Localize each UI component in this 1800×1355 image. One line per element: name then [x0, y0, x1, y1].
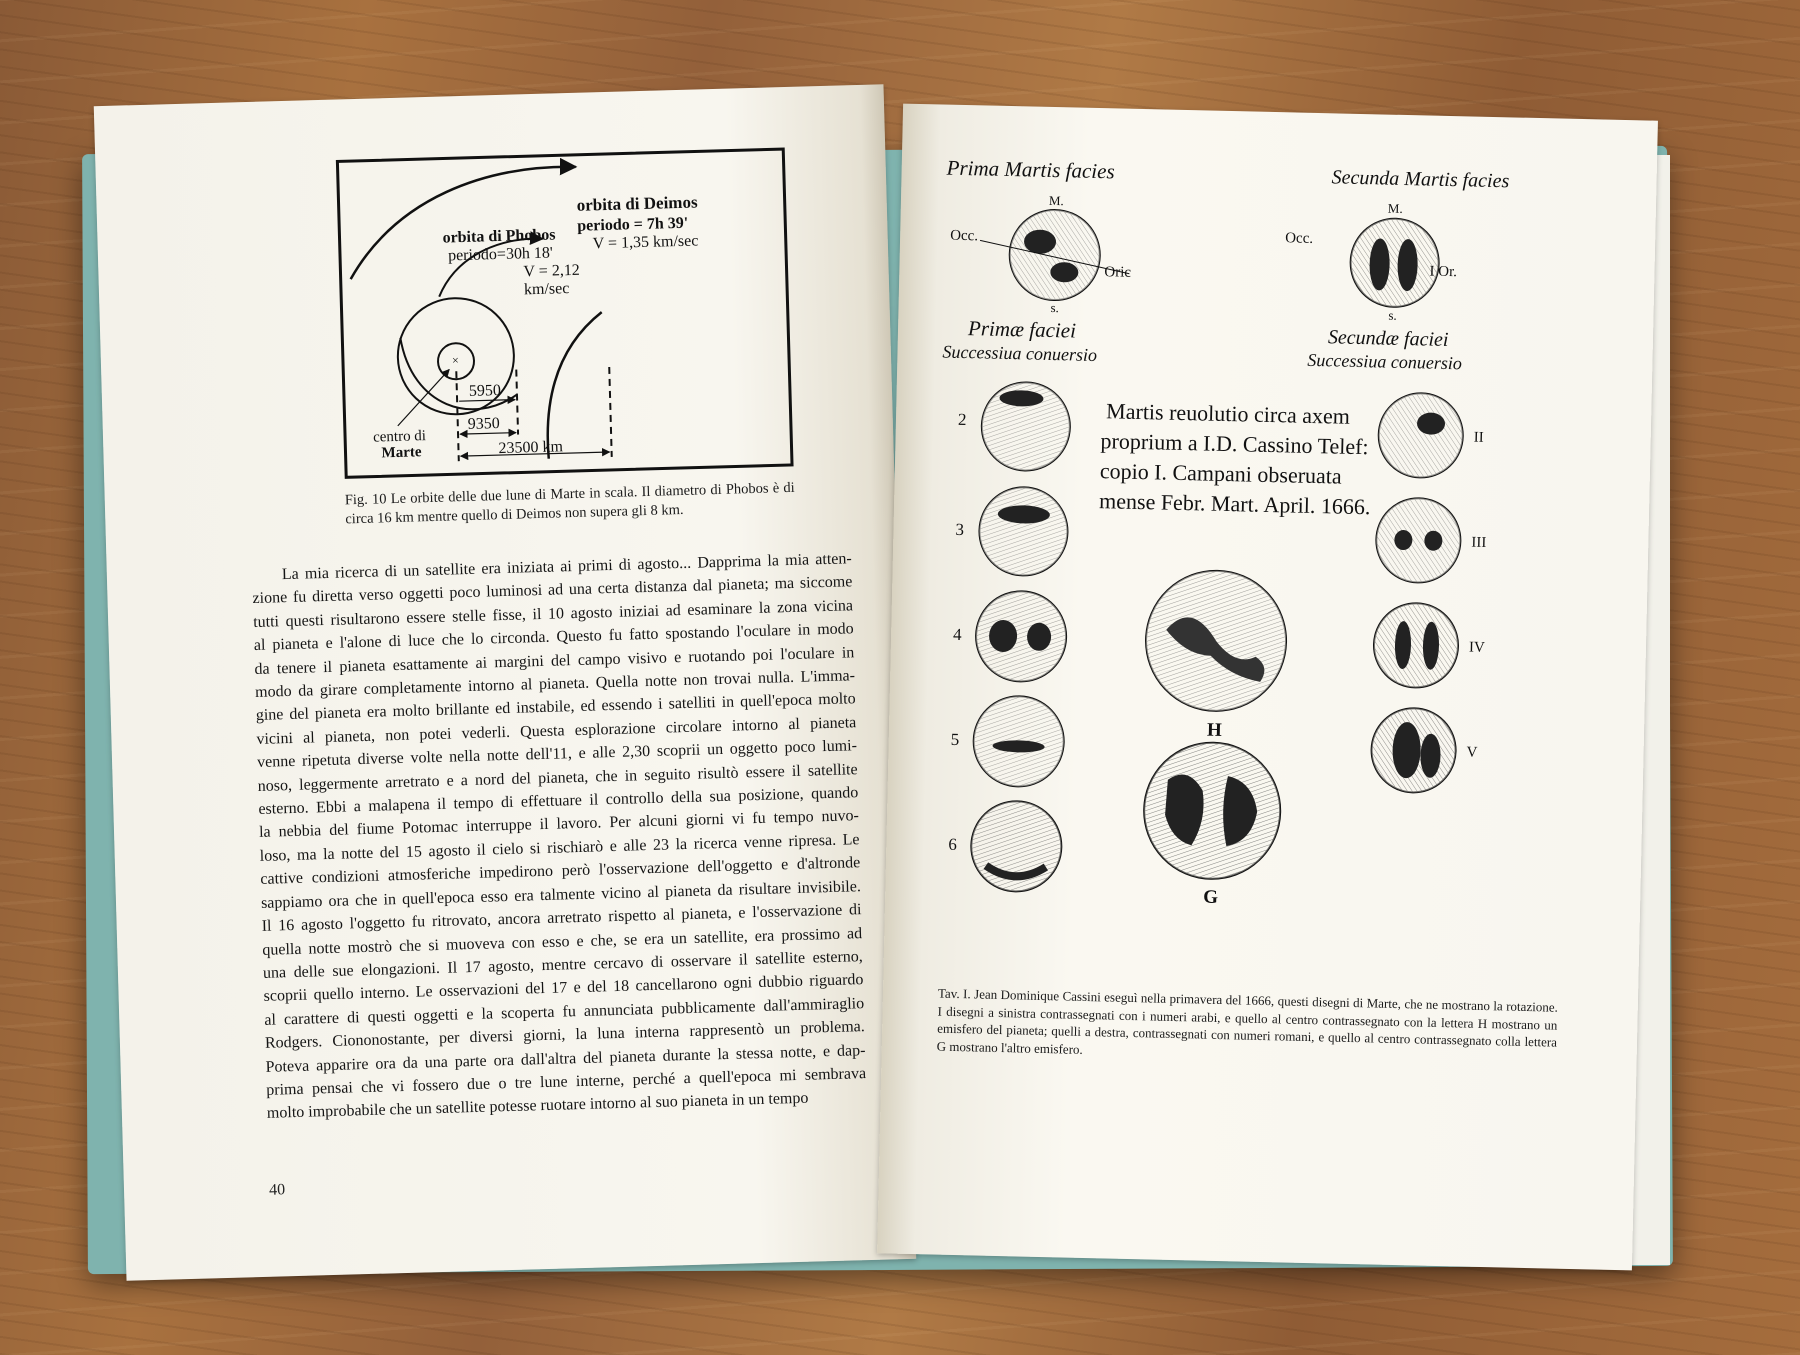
right-page: Prima Martis facies Secunda Martis facie…	[877, 103, 1658, 1271]
deimos-speed: V = 1,35 km/sec	[593, 232, 699, 252]
prima-m-label: M.	[1049, 193, 1064, 208]
center-letter-g: G	[1203, 887, 1218, 908]
secunda-title: Secunda Martis facies	[1331, 166, 1509, 192]
right-column-discs	[1370, 392, 1464, 794]
secunda-or-label: I Or.	[1429, 264, 1457, 281]
body-text: La mia ricerca di un satellite era inizi…	[252, 547, 867, 1125]
right-numeral-iii: III	[1471, 535, 1486, 551]
right-numeral-iv: IV	[1469, 640, 1485, 656]
inscription-line-3: copio I. Campani obseruata	[1100, 458, 1343, 488]
svg-text:×: ×	[452, 353, 459, 367]
center-label: centro di	[373, 428, 426, 445]
phobos-period: periodo=30h 18'	[448, 244, 553, 264]
secunda-s-label: s.	[1388, 308, 1397, 323]
phobos-speed-unit: km/sec	[524, 280, 570, 298]
inscription-line-1: Martis reuolutio circa axem	[1106, 398, 1350, 429]
left-column-discs	[970, 381, 1071, 893]
figure-orbits-diagram: × orbita di Deimos periodo = 7h 39' V = …	[335, 147, 794, 479]
plate-caption: Tav. I. Jean Dominique Cassini eseguì ne…	[936, 985, 1558, 1057]
phobos-label: orbita di Phobos	[442, 226, 555, 246]
right-numeral-v: V	[1466, 745, 1477, 761]
center-label-2: Marte	[381, 444, 422, 461]
figure-caption: Fig. 10 Le orbite delle due lune di Mart…	[344, 479, 795, 528]
secunda-m-label: M.	[1388, 201, 1403, 216]
inscription-line-4: mense Febr. Mart. April. 1666.	[1099, 488, 1371, 519]
left-number-2: 2	[958, 410, 967, 429]
inscription-line-2: proprium a I.D. Cassino Telef:	[1100, 428, 1369, 459]
page-number: 40	[268, 1181, 286, 1199]
left-number-4: 4	[953, 625, 962, 644]
prima-s-label: s.	[1050, 300, 1059, 315]
deimos-period: periodo = 7h 39'	[577, 215, 688, 235]
left-number-5: 5	[951, 730, 960, 749]
deimos-label: orbita di Deimos	[576, 192, 698, 214]
left-number-3: 3	[955, 520, 964, 539]
right-numeral-ii: II	[1474, 430, 1484, 446]
prima-occ-label: Occ.	[950, 228, 978, 245]
primae-faciei: Primæ faciei	[967, 316, 1077, 342]
left-page: × orbita di Deimos periodo = 7h 39' V = …	[93, 84, 917, 1281]
phobos-speed: V = 2,12	[523, 262, 580, 281]
deimos-orbit	[349, 157, 578, 280]
secunda-disc	[1349, 217, 1440, 308]
left-number-6: 6	[948, 835, 957, 854]
distance-5950: 5950	[469, 382, 501, 400]
prima-title: Prima Martis facies	[945, 156, 1115, 184]
figure-frame	[335, 147, 794, 479]
secundae-faciei: Secundæ faciei	[1328, 326, 1449, 351]
prima-disc	[979, 209, 1130, 302]
mars-body	[437, 342, 476, 381]
distance-23500: 23500 km	[498, 438, 563, 457]
phobos-orbit	[438, 231, 545, 298]
cassini-mars-drawings: Prima Martis facies Secunda Martis facie…	[942, 156, 1509, 908]
center-letter-h: H	[1207, 720, 1222, 741]
secundae-conuersio: Successiua conuersio	[1307, 350, 1462, 373]
secunda-occ-label: Occ.	[1285, 230, 1313, 247]
prima-oric-label: Oric	[1104, 264, 1131, 281]
center-disc-h	[1145, 569, 1288, 712]
primae-conuersio: Successiua conuersio	[942, 342, 1097, 365]
center-disc-g	[1143, 741, 1282, 880]
distance-9350: 9350	[468, 415, 500, 433]
